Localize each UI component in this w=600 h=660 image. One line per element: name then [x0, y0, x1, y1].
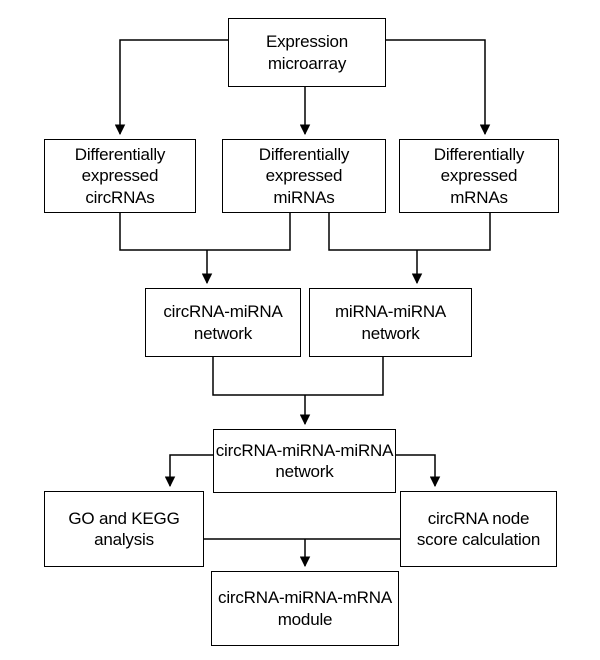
connector-to-go-kegg [164, 454, 213, 488]
connector-de-to-circrna-mirna-network [119, 213, 291, 251]
node-go-kegg-analysis: GO and KEGG analysis [44, 491, 204, 567]
node-label: Expression microarray [265, 32, 349, 73]
node-expression-microarray: Expression microarray [228, 18, 386, 87]
connector-microarray-to-circrnas [114, 39, 228, 136]
node-mirna-mirna-network: miRNA-miRNA network [309, 288, 472, 357]
connector-networks-merge [212, 357, 384, 396]
connector-microarray-to-mrnas [386, 39, 491, 136]
node-label: Differentially expressed miRNAs [258, 145, 350, 207]
node-de-mirnas: Differentially expressed miRNAs [222, 139, 386, 213]
node-label: circRNA-miRNA-mRNA module [218, 588, 392, 629]
node-label: miRNA-miRNA network [334, 302, 447, 343]
node-circrna-mirna-mirna-network: circRNA-miRNA-miRNA network [213, 429, 396, 493]
node-label: GO and KEGG analysis [68, 508, 180, 549]
connector-to-node-score [396, 454, 441, 488]
node-label: circRNA node score calculation [416, 508, 541, 549]
node-label: circRNA-miRNA-miRNA network [215, 440, 394, 481]
node-circrna-mirna-network: circRNA-miRNA network [145, 288, 301, 357]
node-de-mrnas: Differentially expressed mRNAs [399, 139, 559, 213]
node-label: circRNA-miRNA network [163, 302, 283, 343]
connector-de-to-mirna-mirna-network [328, 213, 491, 251]
node-label: Differentially expressed circRNAs [74, 145, 166, 207]
node-de-circrnas: Differentially expressed circRNAs [44, 139, 196, 213]
node-circrna-node-score: circRNA node score calculation [400, 491, 557, 567]
node-circrna-mirna-mrna-module: circRNA-miRNA-mRNA module [211, 571, 399, 646]
node-label: Differentially expressed mRNAs [433, 145, 525, 207]
